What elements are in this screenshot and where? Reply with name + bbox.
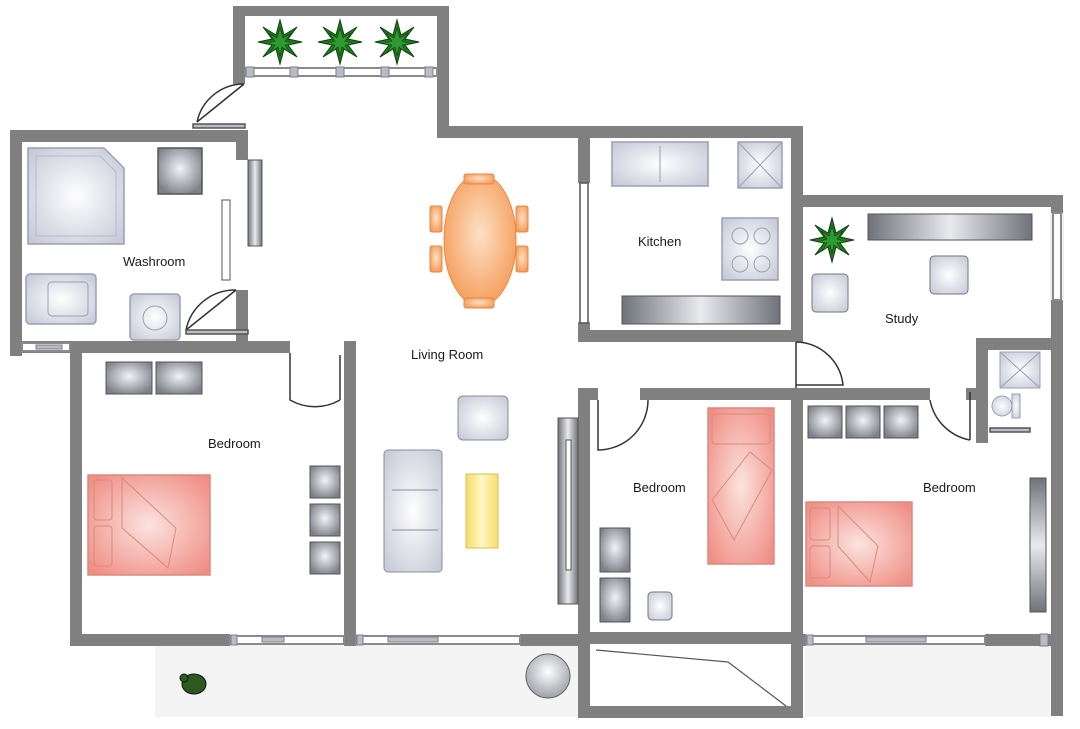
rug — [465, 473, 499, 549]
sofa-icon — [383, 395, 509, 573]
kitchen-sink-icon — [611, 141, 709, 187]
room-label-bedroom-left: Bedroom — [208, 436, 261, 451]
room-label-study: Study — [885, 311, 919, 326]
bed-icon — [805, 501, 913, 587]
room-label-living-room: Living Room — [411, 347, 483, 362]
chair-icon — [811, 255, 969, 313]
room-label-kitchen: Kitchen — [638, 234, 681, 249]
basin-icon — [991, 393, 1021, 419]
dining-table-icon — [429, 173, 529, 309]
study-desk — [867, 213, 1033, 241]
room-label-bedroom-right: Bedroom — [923, 480, 976, 495]
shower-tray-icon — [157, 147, 203, 195]
toilet-icon — [25, 273, 97, 325]
stair-line — [595, 649, 787, 707]
washroom-cabinet — [221, 159, 263, 281]
room-label-washroom: Washroom — [123, 254, 185, 269]
wardrobe — [807, 405, 1047, 613]
door-swing-icon[interactable] — [185, 83, 1031, 451]
shower-icon — [999, 351, 1041, 389]
bathtub-icon — [27, 147, 125, 245]
room-label-bedroom-middle: Bedroom — [633, 480, 686, 495]
kitchen-counter — [621, 295, 781, 325]
tv-unit — [557, 417, 579, 605]
turtle-icon — [179, 673, 207, 695]
bed-icon — [87, 474, 211, 576]
stove-icon — [721, 217, 779, 281]
balcony-table — [525, 653, 571, 699]
bed-icon — [707, 407, 775, 565]
sink-icon — [129, 293, 181, 341]
wardrobe — [105, 361, 341, 575]
wardrobe — [599, 527, 673, 623]
balcony-floor — [155, 210, 1064, 717]
window-posts — [35, 66, 1049, 647]
fridge-icon — [737, 141, 783, 189]
